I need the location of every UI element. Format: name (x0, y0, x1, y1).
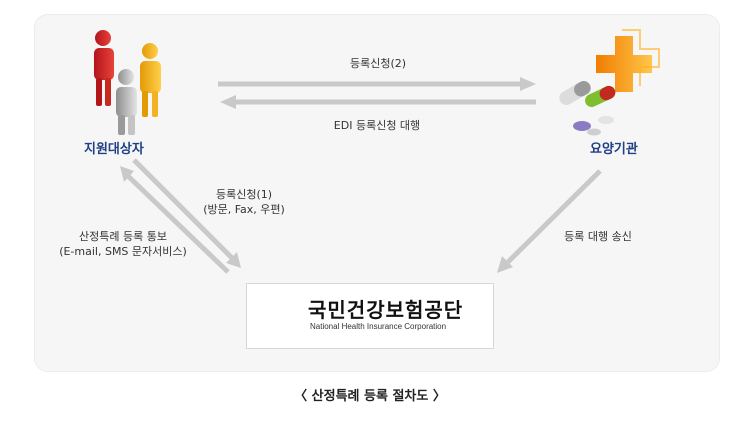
arrow-register-1 (132, 158, 241, 268)
register-1-label: 등록신청(1) (방문, Fax, 우편) (196, 187, 292, 217)
notification-label: 산정특례 등록 통보 (E-mail, SMS 문자서비스) (48, 229, 198, 259)
arrow-notification (120, 166, 230, 274)
edi-proxy-label: EDI 등록신청 대행 (333, 119, 421, 132)
register-1-line2: (방문, Fax, 우편) (203, 203, 285, 216)
diagram-caption: 〈 산정특례 등록 절차도 〉 (294, 389, 446, 404)
beneficiary-label: 지원대상자 (84, 142, 144, 157)
arrow-proxy-send (497, 169, 602, 273)
people-icon (94, 30, 161, 135)
proxy-send-label: 등록 대행 송신 (564, 230, 632, 243)
notification-line1: 산정특례 등록 통보 (79, 230, 167, 243)
nhis-name-korean: 국민건강보험공단 (308, 298, 464, 322)
arrow-register-2 (218, 77, 536, 91)
register-1-line1: 등록신청(1) (215, 188, 273, 201)
nhis-name-english: National Health Insurance Corporation (310, 322, 447, 331)
notification-line2: (E-mail, SMS 문자서비스) (59, 245, 187, 258)
arrow-edi-proxy (220, 95, 536, 109)
medical-cross-pills-icon (559, 29, 660, 136)
institution-label: 요양기관 (590, 142, 638, 157)
nhis-node (246, 283, 494, 349)
register-2-label: 등록신청(2) (349, 57, 407, 70)
